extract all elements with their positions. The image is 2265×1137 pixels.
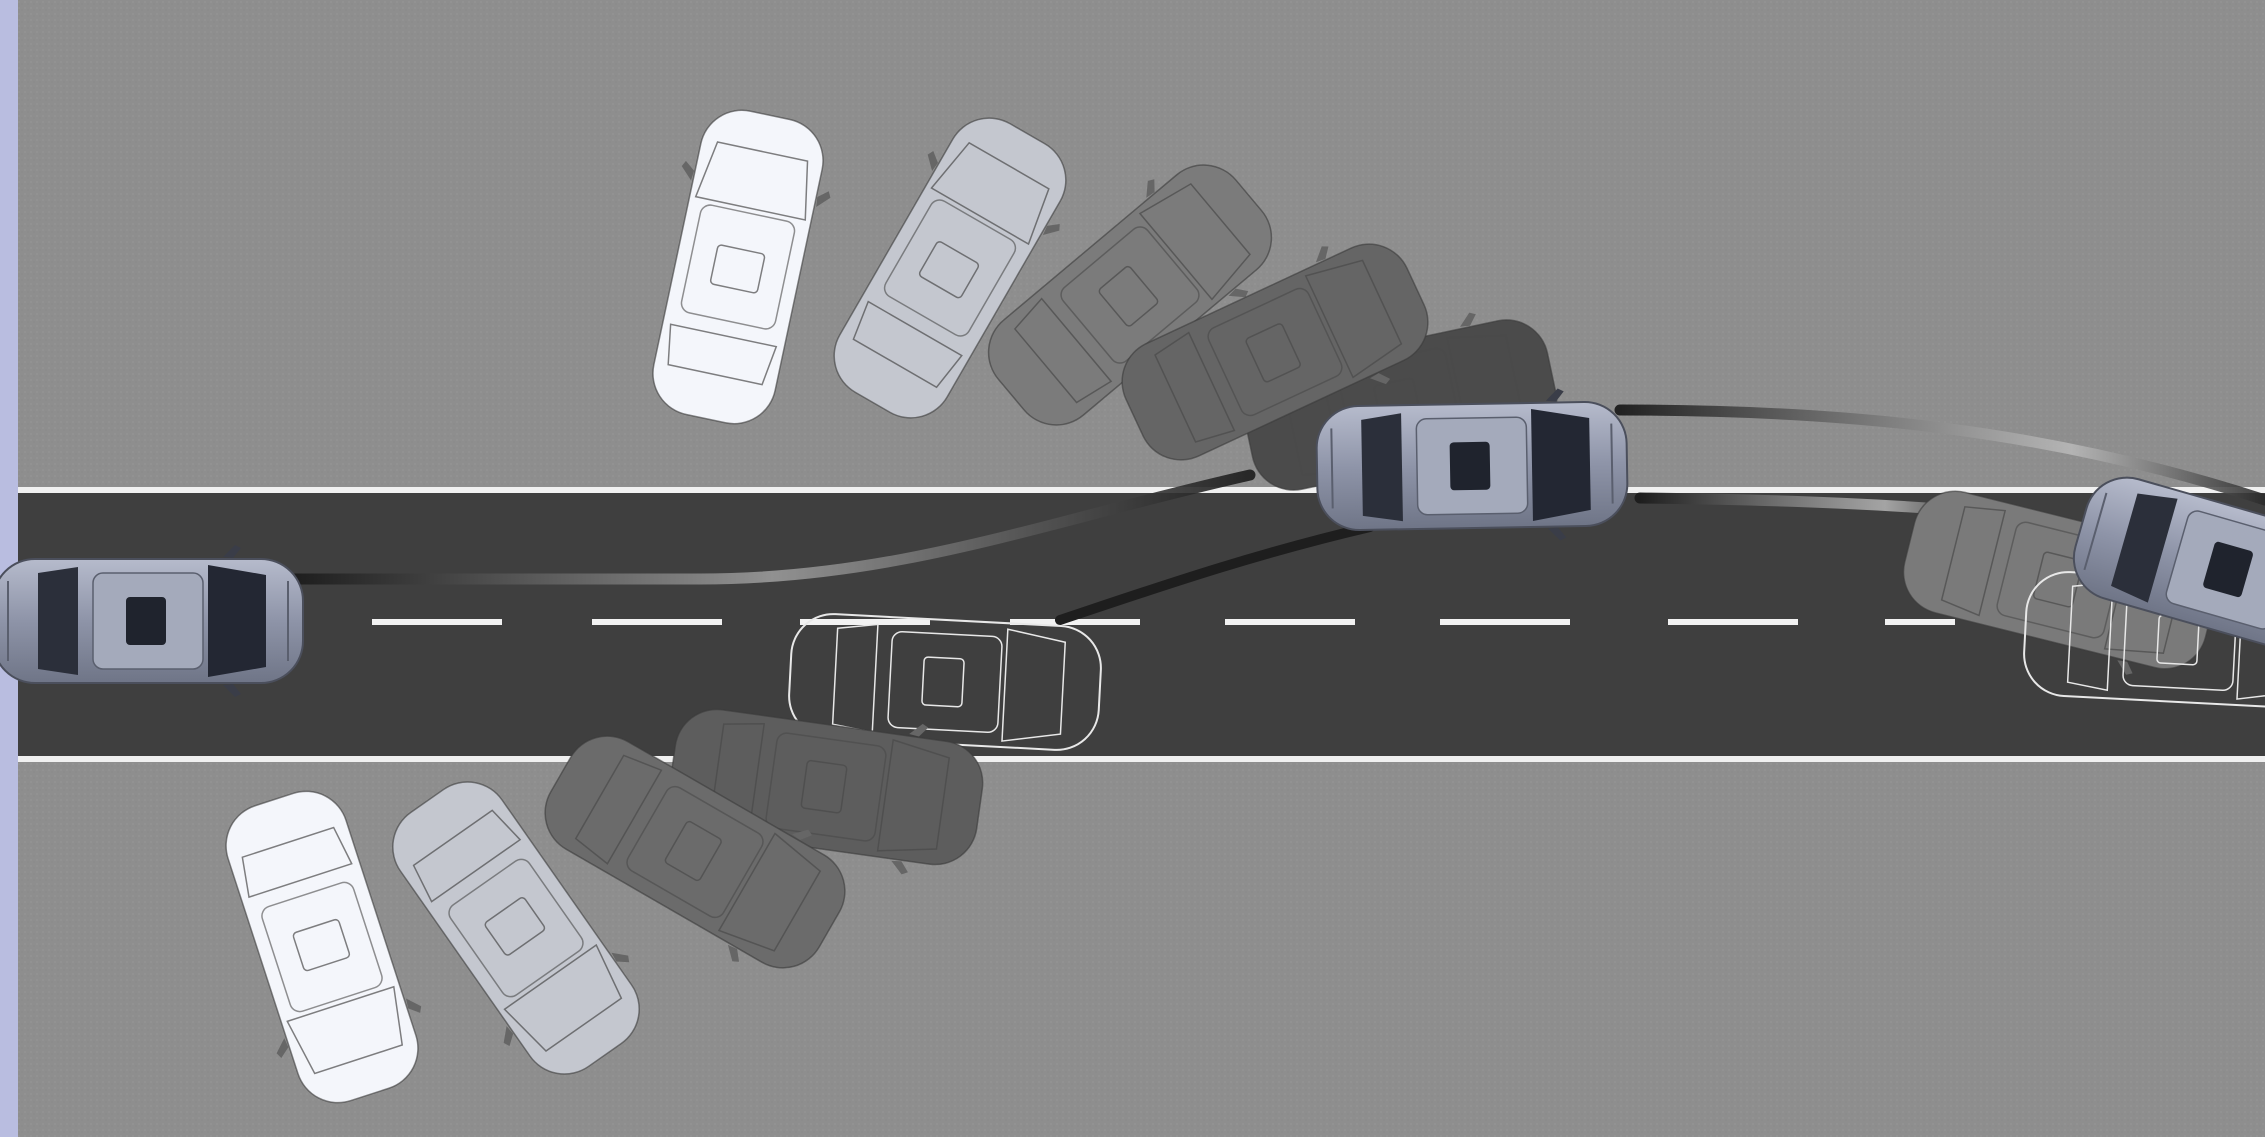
car-corrected — [1316, 387, 1629, 544]
car-start — [0, 545, 303, 697]
road-edge-line-bottom — [18, 756, 2265, 762]
road-edge-line-top — [18, 487, 2265, 493]
